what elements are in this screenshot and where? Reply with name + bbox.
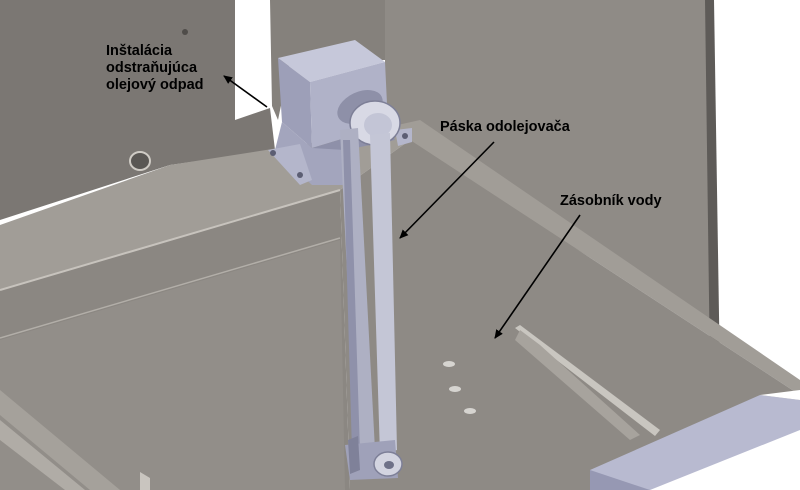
oil-skimmer-belt — [340, 128, 403, 480]
back-wall-right — [385, 0, 710, 330]
front-panel-inner-edge — [0, 237, 341, 339]
guide-plate-shadow — [515, 330, 640, 440]
motor-unit — [268, 40, 412, 185]
box-side — [590, 470, 650, 490]
wall-hole-small — [182, 29, 188, 35]
box-right — [760, 390, 800, 400]
arrow-tank — [494, 214, 581, 339]
background-right — [712, 0, 800, 400]
tank-floor — [340, 140, 800, 490]
window-opening — [237, 0, 270, 118]
pins — [443, 361, 476, 414]
label-installation-line-2: odstraňujúca — [106, 60, 198, 76]
guide-plate — [515, 325, 660, 436]
label-belt: Páska odolejovača — [440, 119, 570, 135]
back-wall-left — [0, 0, 275, 220]
arrow-belt — [399, 141, 495, 239]
rail-left — [0, 390, 120, 490]
arrow-installation — [223, 75, 268, 108]
wall-edge-right — [705, 0, 720, 378]
label-installation: Inštalácia odstraňujúca olejový odpad — [106, 43, 204, 94]
front-panel-edge — [0, 189, 341, 291]
label-installation-line-1: Inštalácia — [106, 43, 173, 59]
front-panel-lower — [0, 240, 345, 490]
rail-left-2 — [0, 420, 85, 490]
rail-mark — [140, 472, 150, 490]
tank-rim — [0, 120, 800, 395]
label-installation-line-3: olejový odpad — [106, 77, 204, 93]
label-tank: Zásobník vody — [560, 193, 662, 209]
wall-hole — [129, 151, 151, 171]
box-top — [590, 395, 800, 490]
